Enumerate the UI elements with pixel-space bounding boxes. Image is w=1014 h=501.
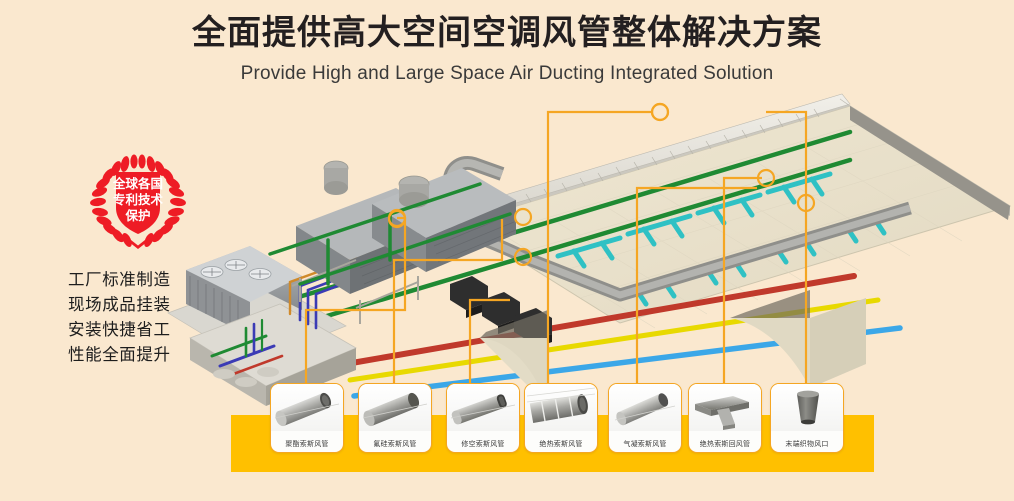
- product-thumb-3: [447, 384, 519, 431]
- feature-item-2: 现场成品挂装: [68, 296, 171, 314]
- round-duct-icon: [614, 393, 676, 426]
- product-card-4[interactable]: 绝热索斯风管: [524, 383, 598, 453]
- insulated-duct-icon: [526, 387, 596, 424]
- product-card-2[interactable]: 氟硅索斯风管: [358, 383, 432, 453]
- seal-line-3: 保护: [124, 208, 150, 223]
- seal-line-2: 专利技术: [113, 192, 164, 207]
- product-card-6[interactable]: 绝热索斯回风管: [688, 383, 762, 453]
- product-label-5: 气凝索斯风管: [623, 441, 667, 448]
- product-card-1[interactable]: 聚酯索斯风管: [270, 383, 344, 453]
- product-thumb-2: [359, 384, 431, 431]
- header: 全面提供高大空间空调风管整体解决方案 Provide High and Larg…: [0, 0, 1014, 85]
- seal-icon: 全球各国 专利技术 保护: [90, 154, 186, 249]
- feature-item-3: 安装快捷省工: [68, 321, 171, 339]
- product-thumb-6: [689, 384, 761, 431]
- product-thumb-7: [771, 384, 843, 431]
- hvac-system-illustration: [150, 88, 1014, 418]
- fabric-outlet-icon: [797, 390, 819, 425]
- round-duct-icon: [362, 392, 428, 427]
- patent-seal-badge: 全球各国 专利技术 保护: [84, 152, 192, 252]
- product-label-7: 末端织物风口: [785, 441, 829, 448]
- tee-duct-icon: [695, 396, 749, 430]
- page-subtitle: Provide High and Large Space Air Ducting…: [240, 63, 774, 85]
- round-duct-icon: [274, 392, 340, 427]
- product-label-4: 绝热索斯风管: [539, 441, 583, 448]
- feature-list: 工厂标准制造 现场成品挂装 安装快捷省工 性能全面提升: [68, 268, 208, 368]
- feature-item-1: 工厂标准制造: [68, 271, 171, 289]
- oval-duct-icon: [450, 394, 516, 425]
- product-thumb-4: [525, 384, 597, 431]
- product-thumb-1: [271, 384, 343, 431]
- product-thumb-5: [609, 384, 681, 431]
- product-card-5[interactable]: 气凝索斯风管: [608, 383, 682, 453]
- isometric-plant-diagram: [167, 93, 1012, 406]
- product-label-6: 绝热索斯回风管: [699, 441, 751, 448]
- seal-line-1: 全球各国: [112, 176, 163, 191]
- product-card-7[interactable]: 末端织物风口: [770, 383, 844, 453]
- product-label-2: 氟硅索斯风管: [373, 441, 417, 448]
- feature-item-4: 性能全面提升: [68, 346, 171, 364]
- product-label-1: 聚酯索斯风管: [285, 441, 329, 448]
- product-label-3: 修空索斯风管: [461, 441, 505, 448]
- product-card-3[interactable]: 修空索斯风管: [446, 383, 520, 453]
- page-title: 全面提供高大空间空调风管整体解决方案: [192, 14, 822, 52]
